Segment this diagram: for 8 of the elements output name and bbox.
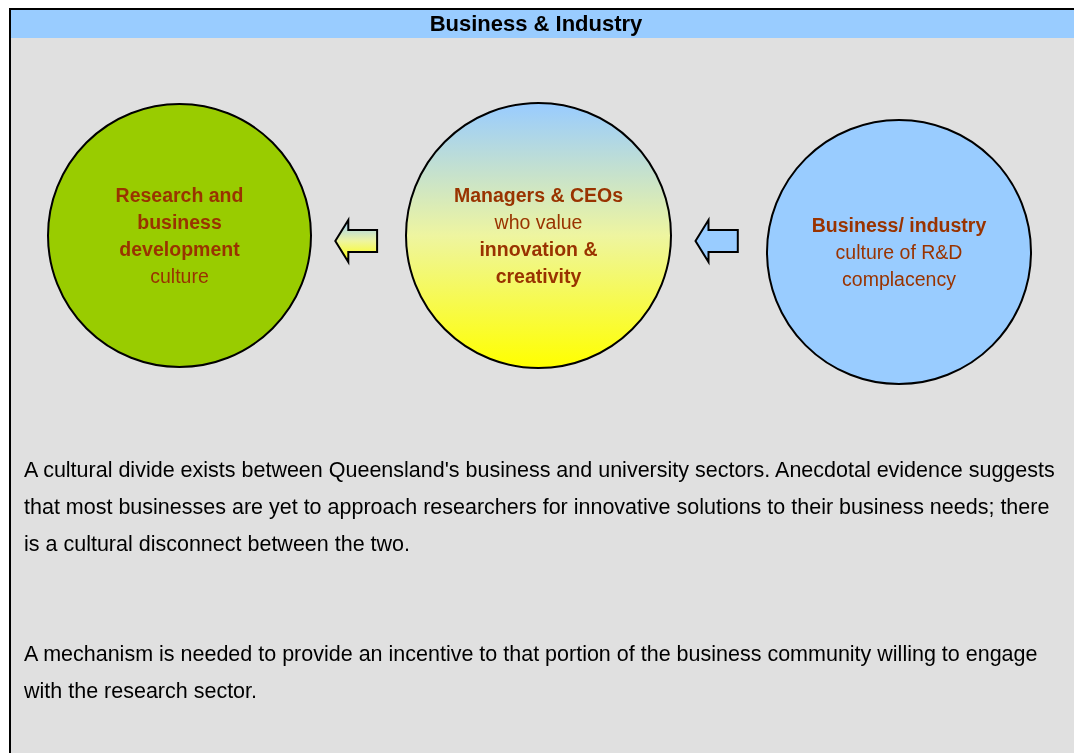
block-arrow: [334, 216, 379, 266]
block-arrow: [694, 216, 739, 266]
node-text: Managers & CEOs who value innovation & creativity: [453, 182, 624, 289]
paragraph: A cultural divide exists between Queensland's business and university sectors. Anecdotal evidence suggests that most businesses are yet to approach researchers for innovative solutions to their business needs; there is a cultural disconnect between the two.: [24, 457, 1056, 558]
paragraph: A mechanism is needed to provide an incentive to that portion of the business community willing to engage with the research sector.: [24, 641, 1039, 705]
title: Business & Industry: [428, 10, 644, 38]
node-text: Research and business development culture: [114, 182, 245, 289]
node-text: Business/ industry culture of R&D complacency: [810, 212, 988, 292]
